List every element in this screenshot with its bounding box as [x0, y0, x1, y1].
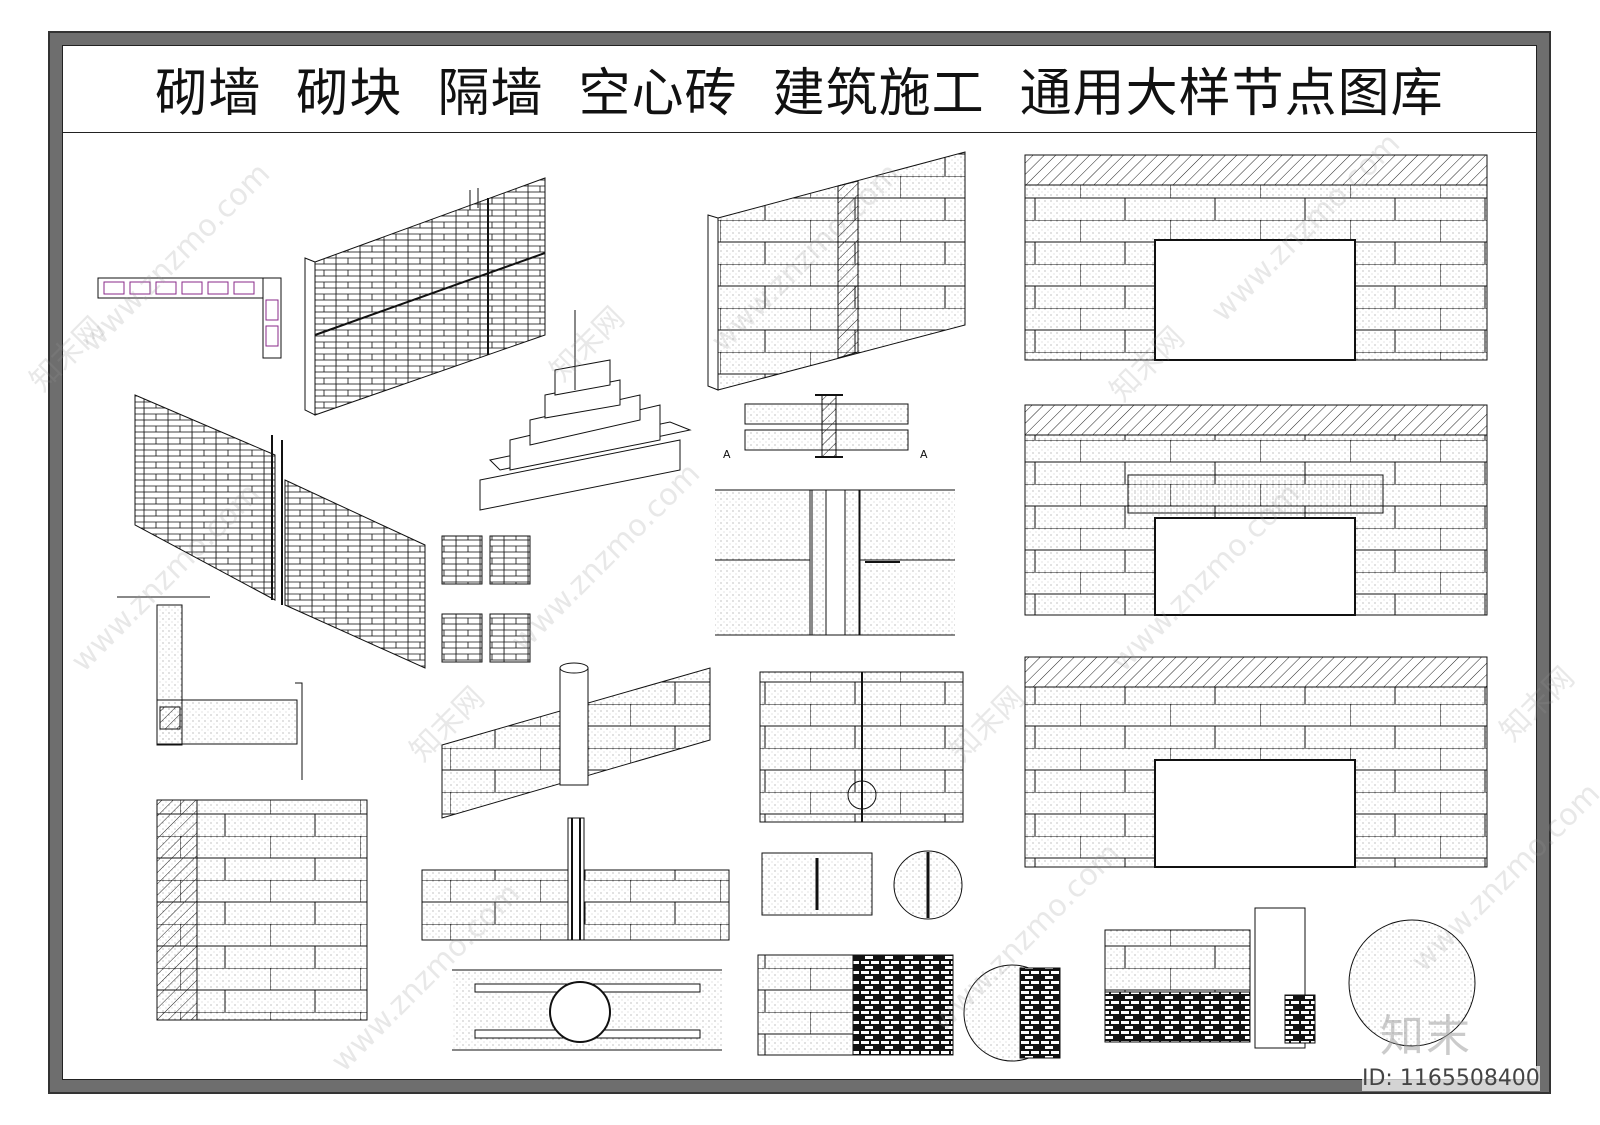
wall-with-pipe — [441, 662, 711, 819]
isometric-brick-wall — [304, 177, 546, 416]
brick-bond-samples — [441, 535, 531, 663]
opening-elevation-1 — [1024, 154, 1488, 361]
wall-with-brick-base — [1104, 907, 1476, 1049]
brand-logo: 知末 — [1380, 1011, 1472, 1062]
corner-section-detail — [117, 596, 303, 780]
hollow-block-stack — [479, 310, 692, 511]
block-brick-junction — [757, 954, 1061, 1062]
section-a-a — [744, 394, 909, 458]
block-wall-with-column — [156, 799, 368, 1021]
pipe-sleeve-plan — [452, 969, 722, 1051]
vertical-joint-section — [715, 489, 955, 636]
brick-wall-diagonal — [134, 394, 426, 669]
title-bar: 砌墙 砌块 隔墙 空心砖 建筑施工 通用大样节点图库 — [62, 45, 1537, 133]
joint-detail-small — [761, 850, 963, 920]
section-marker-left: A — [723, 448, 731, 461]
block-strip-with-rebar — [421, 817, 730, 941]
block-wall-with-joint — [707, 151, 966, 391]
opening-elevation-3 — [1024, 656, 1488, 868]
opening-elevation-2 — [1024, 404, 1488, 616]
l-wall-plan — [97, 277, 282, 359]
section-marker-right: A — [920, 448, 928, 461]
drawing-frame-outer — [48, 31, 1551, 1094]
asset-id-label: ID: 1165508400 — [1362, 1066, 1540, 1091]
sheet-title: 砌墙 砌块 隔墙 空心砖 建筑施工 通用大样节点图库 — [155, 64, 1444, 124]
block-elevation-center — [759, 671, 964, 823]
